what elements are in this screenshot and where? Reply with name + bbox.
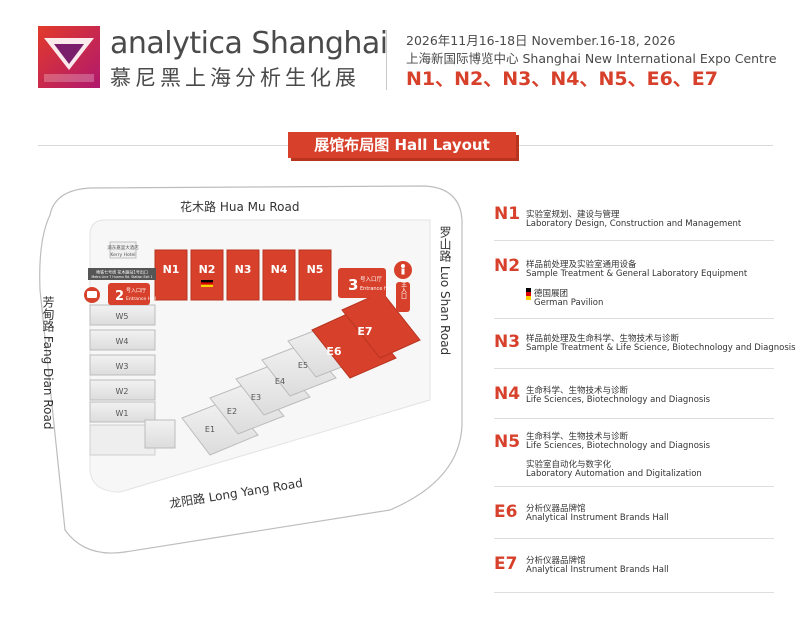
hall-n3-block: N3 bbox=[226, 249, 260, 301]
legend-code-e6: E6 bbox=[494, 502, 518, 522]
event-venue: 上海新国际博览中心 Shanghai New International Exp… bbox=[406, 51, 777, 66]
metro-sign-en: Metro Line 7 Huamu Rd. Station Exit 1 bbox=[91, 275, 152, 279]
west-hall-w5: W5 bbox=[89, 304, 156, 326]
kerry-hotel: 浦东嘉里大酒店 Kerry Hotel bbox=[107, 241, 139, 259]
legend-cn-e6: 分析仪器品牌馆 bbox=[526, 504, 586, 514]
legend-cn2-n5: 实验室自动化与数字化 bbox=[526, 460, 612, 470]
road-west: 芳甸路 Fang Dian Road bbox=[41, 296, 55, 430]
main-entrance-marker: 主入口 bbox=[394, 261, 412, 312]
event-date: 2026年11月16-18日 November.16-18, 2026 bbox=[406, 33, 676, 48]
hall-label-e7: E7 bbox=[357, 325, 372, 338]
hall-n5-block: N5 bbox=[298, 249, 332, 301]
entrance-2-cn: 号入口厅 bbox=[126, 288, 146, 294]
road-north: 花木路 Hua Mu Road bbox=[180, 200, 300, 214]
legend-code-n5: N5 bbox=[494, 432, 521, 452]
legend-cn-n5: 生命科学、生物技术与诊断 bbox=[526, 432, 629, 442]
legend-en-e6: Analytical Instrument Brands Hall bbox=[526, 513, 669, 523]
legend-en2-n5: Laboratory Automation and Digitalization bbox=[526, 469, 702, 479]
hall-label-n3: N3 bbox=[235, 263, 252, 276]
legend-cn-n3: 样品前处理及生命科学、生物技术与诊断 bbox=[526, 334, 680, 344]
hall-map: W5 W4 W3 W2 W1 E1 E2 E3 E4 E5 E6 E7 N1 N… bbox=[39, 185, 463, 554]
hall-label-w3: W3 bbox=[116, 362, 129, 371]
hall-label-n4: N4 bbox=[271, 263, 288, 276]
entrance-hall-3: 3 号入口厅 Entrance Hall bbox=[338, 268, 394, 298]
metro-sign-cn: 地铁七号线 花木路站1号出口 bbox=[96, 269, 148, 275]
legend-cn-n2: 样品前处理及实验室通用设备 bbox=[526, 260, 637, 270]
hall-label-w4: W4 bbox=[116, 337, 129, 346]
hall-label-e4: E4 bbox=[275, 377, 285, 386]
east-hall-e3: E3 bbox=[235, 361, 311, 416]
legend-en-n2: Sample Treatment & General Laboratory Eq… bbox=[526, 269, 748, 279]
brand-name-en: analytica Shanghai bbox=[110, 26, 388, 61]
entrance-2-number: 2 bbox=[115, 289, 124, 304]
entrance-hall-2: 2 号入口厅 Entrance Hall bbox=[108, 283, 156, 305]
legend-code-n1: N1 bbox=[494, 204, 521, 224]
hall-label-n2: N2 bbox=[199, 263, 216, 276]
brand-name-cn: 慕尼黑上海分析生化展 bbox=[110, 66, 360, 90]
west-connector bbox=[89, 424, 156, 456]
west-hall-w1: W1 bbox=[89, 401, 156, 423]
metro-icon bbox=[84, 287, 100, 303]
legend-pavilion-en: German Pavilion bbox=[534, 298, 604, 308]
legend-pavilion-cn: 德国展团 bbox=[534, 289, 569, 299]
legend-row-n3: N3 样品前处理及生命科学、生物技术与诊断 Sample Treatment &… bbox=[494, 328, 796, 369]
hotel-name-en: Kerry Hotel bbox=[110, 252, 135, 258]
legend-code-n4: N4 bbox=[494, 384, 521, 404]
legend-code-e7: E7 bbox=[494, 554, 518, 574]
hotel-name-cn: 浦东嘉里大酒店 bbox=[107, 244, 139, 251]
road-east: 罗山路 Luo Shan Road bbox=[438, 226, 452, 356]
logo-mark bbox=[38, 26, 100, 88]
legend-en-n1: Laboratory Design, Construction and Mana… bbox=[526, 219, 742, 229]
south-pavilion bbox=[144, 419, 176, 449]
hall-label-w5: W5 bbox=[116, 312, 129, 321]
legend-cn-n1: 实验室规划、建设与管理 bbox=[526, 210, 620, 220]
main-entrance-label: 主入口 bbox=[400, 280, 407, 300]
hall-label-n5: N5 bbox=[307, 263, 324, 276]
hall-n2-block: N2 bbox=[190, 249, 224, 301]
entrance-3-number: 3 bbox=[348, 276, 358, 294]
legend-row-n5: N5 生命科学、生物技术与诊断 Life Sciences, Biotechno… bbox=[494, 424, 774, 487]
legend-row-e6: E6 分析仪器品牌馆 Analytical Instrument Brands … bbox=[494, 492, 774, 539]
german-flag-icon bbox=[526, 288, 531, 300]
legend-row-n1: N1 实验室规划、建设与管理 Laboratory Design, Constr… bbox=[494, 200, 774, 241]
legend-en-e7: Analytical Instrument Brands Hall bbox=[526, 565, 669, 575]
hall-e7-block: E7 bbox=[341, 291, 421, 359]
legend-en-n3: Sample Treatment & Life Science, Biotech… bbox=[526, 343, 796, 353]
legend-cn-n4: 生命科学、生物技术与诊断 bbox=[526, 386, 629, 396]
west-hall-w3: W3 bbox=[89, 354, 156, 376]
hall-label-n1: N1 bbox=[163, 263, 180, 276]
event-halls: N1、N2、N3、N4、N5、E6、E7 bbox=[406, 68, 719, 90]
legend-row-e7: E7 分析仪器品牌馆 Analytical Instrument Brands … bbox=[494, 546, 774, 593]
west-hall-w2: W2 bbox=[89, 379, 156, 401]
legend-en-n4: Life Sciences, Biotechnology and Diagnos… bbox=[526, 395, 711, 405]
legend-cn-e7: 分析仪器品牌馆 bbox=[526, 556, 586, 566]
entrance-2-en: Entrance Hall bbox=[126, 296, 156, 302]
entrance-3-en: Entrance Hall bbox=[360, 286, 394, 292]
legend-code-n3: N3 bbox=[494, 332, 521, 352]
hall-label-e2: E2 bbox=[227, 407, 237, 416]
hall-label-e1: E1 bbox=[205, 425, 215, 434]
hall-n1-block: N1 bbox=[154, 249, 188, 301]
metro-sign: 地铁七号线 花木路站1号出口 Metro Line 7 Huamu Rd. St… bbox=[88, 268, 156, 280]
east-hall-e2: E2 bbox=[209, 380, 285, 435]
west-hall-w4: W4 bbox=[89, 329, 156, 351]
hall-label-e3: E3 bbox=[251, 393, 261, 402]
page-title: 展馆布局图 Hall Layout bbox=[288, 132, 516, 158]
header-divider bbox=[386, 30, 387, 90]
entrance-3-cn: 号入口厅 bbox=[360, 276, 383, 283]
hall-n4-block: N4 bbox=[262, 249, 296, 301]
hall-label-e6: E6 bbox=[326, 345, 342, 358]
hall-label-w2: W2 bbox=[116, 387, 129, 396]
hall-label-w1: W1 bbox=[116, 409, 129, 418]
hall-e6-block: E6 bbox=[311, 309, 397, 379]
hall-label-e5: E5 bbox=[298, 361, 308, 370]
east-hall-e4: E4 bbox=[261, 342, 337, 397]
legend-row-n4: N4 生命科学、生物技术与诊断 Life Sciences, Biotechno… bbox=[494, 376, 774, 419]
legend-code-n2: N2 bbox=[494, 256, 521, 276]
legend-en-n5: Life Sciences, Biotechnology and Diagnos… bbox=[526, 441, 711, 451]
legend-row-n2: N2 样品前处理及实验室通用设备 Sample Treatment & Gene… bbox=[494, 250, 774, 319]
